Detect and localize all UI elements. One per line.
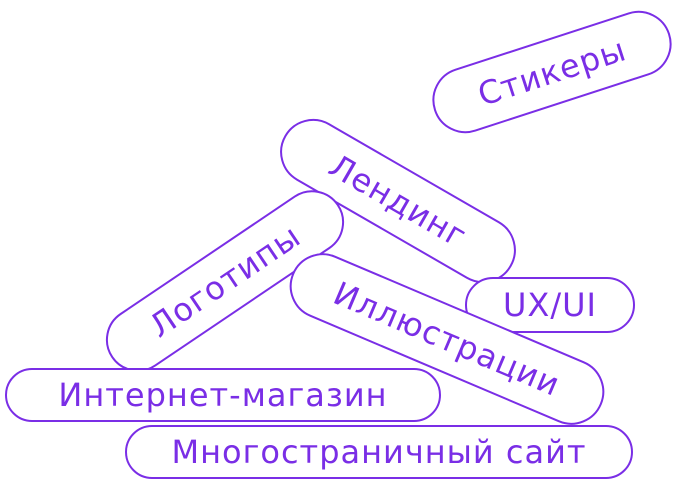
tag-online-store[interactable]: Интернет-магазин	[5, 368, 441, 422]
tag-stickers[interactable]: Стикеры	[423, 2, 681, 142]
tag-online-store-label: Интернет-магазин	[58, 376, 388, 414]
tag-multipage-site[interactable]: Многостраничный сайт	[125, 425, 633, 479]
tag-logos-label: Логотипы	[142, 216, 308, 346]
tag-ux-ui-label: UX/UI	[503, 286, 597, 324]
tag-multipage-site-label: Многостраничный сайт	[171, 433, 587, 471]
tag-landing-label: Лендинг	[322, 146, 474, 256]
tag-stickers-label: Стикеры	[473, 30, 631, 114]
